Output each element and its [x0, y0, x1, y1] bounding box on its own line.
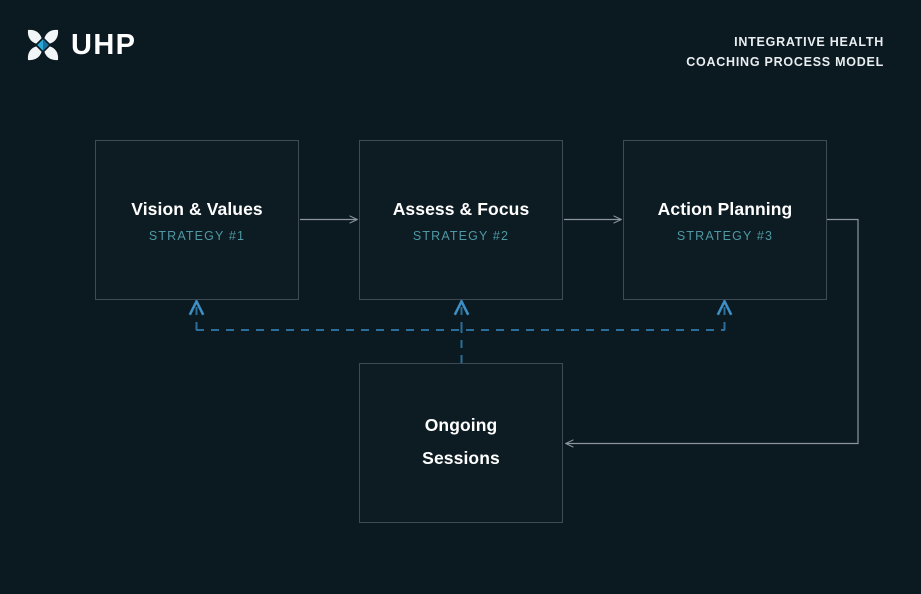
node-assess-focus[interactable]: Assess & Focus STRATEGY #2 [359, 140, 563, 300]
uhp-butterfly-x-logo-icon [26, 28, 60, 62]
node-vision-values[interactable]: Vision & Values STRATEGY #1 [95, 140, 299, 300]
node-title: Vision & Values [131, 199, 263, 219]
page-title: INTEGRATIVE HEALTH COACHING PROCESS MODE… [686, 32, 884, 72]
brand-logo[interactable]: UHP [26, 28, 136, 62]
page-title-line2: COACHING PROCESS MODEL [686, 55, 884, 69]
node-subtitle: STRATEGY #2 [412, 229, 510, 243]
node-title: Ongoing Sessions [422, 415, 500, 468]
page-title-line1: INTEGRATIVE HEALTH [734, 35, 884, 49]
node-subtitle: STRATEGY #3 [676, 229, 774, 243]
node-title: Assess & Focus [392, 199, 530, 219]
node-ongoing-sessions[interactable]: Ongoing Sessions [359, 363, 563, 523]
node-title: Action Planning [657, 199, 793, 219]
page-header: UHP INTEGRATIVE HEALTH COACHING PROCESS … [0, 0, 921, 100]
node-subtitle: STRATEGY #1 [148, 229, 246, 243]
node-action-planning[interactable]: Action Planning STRATEGY #3 [623, 140, 827, 300]
brand-wordmark: UHP [71, 28, 137, 61]
